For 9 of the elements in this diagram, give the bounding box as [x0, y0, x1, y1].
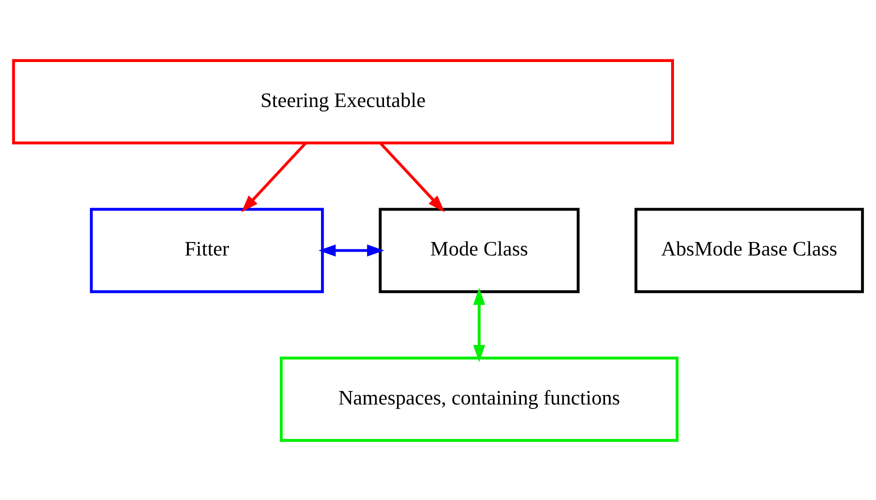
- node-box: Mode Class: [378, 207, 580, 293]
- node-box: Fitter: [90, 207, 324, 293]
- arrow: [241, 142, 307, 212]
- arrow: [473, 287, 486, 362]
- node-box: Namespaces, containing functions: [280, 356, 679, 442]
- node-box: AbsMode Base Class: [634, 207, 864, 293]
- arrow: [318, 244, 384, 256]
- node-box: Steering Executable: [12, 58, 674, 144]
- arrow: [380, 142, 445, 212]
